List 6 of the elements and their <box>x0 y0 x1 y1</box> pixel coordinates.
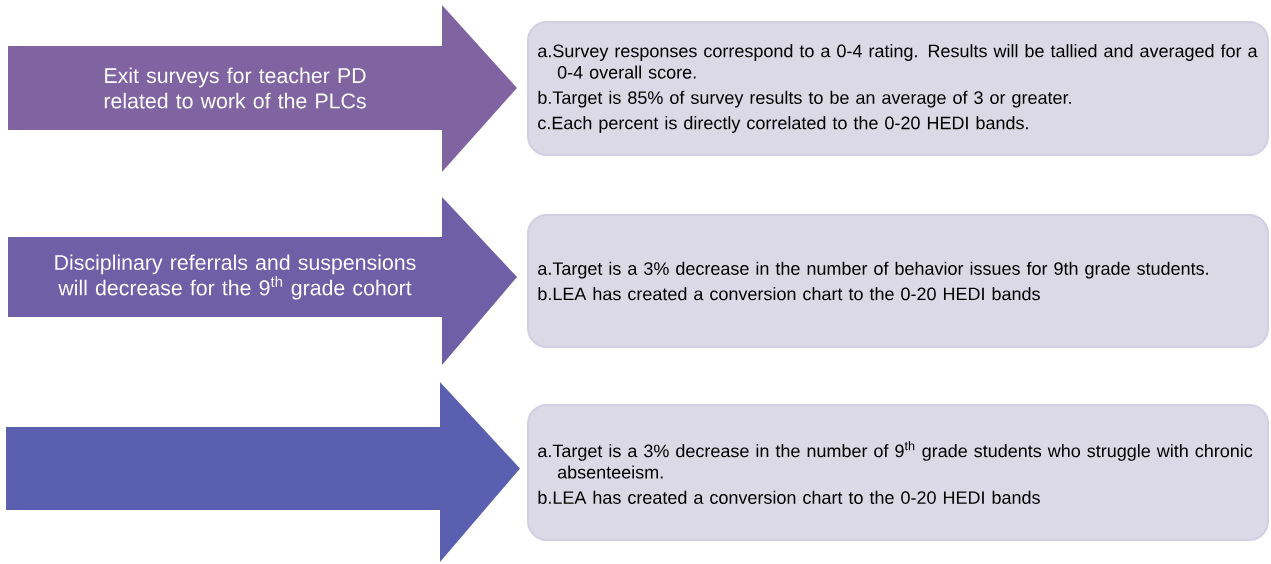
text-box: a.Target is a 3% decrease in the number of behavior issues for 9th grade students. b.LEA has created a conversion chart to the 0-20 HEDI bands <box>527 214 1269 348</box>
arrow-banner: Exit surveys for teacher PD related to work of the PLCs <box>8 5 517 172</box>
text-box: a.Target is a 3% decrease in the number of 9$^{th}$ grade students who struggle with chronic absenteeism. b.LEA has created a conversion chart to the 0-20 HEDI bands <box>527 404 1269 541</box>
arrow-banner: Disciplinary referrals and suspensions will decrease for the 9$^{th}$ grade cohort <box>8 197 517 365</box>
arrow-banner <box>6 382 520 562</box>
text-box: a.Survey responses correspond to a 0-4 rating. Results will be tallied and averaged for a 0-4 overall score. b.Target is 85% of survey results to be an average of 3 or greater. c.Each percent is directly correlated to the 0-20 HEDI bands. <box>527 21 1269 156</box>
